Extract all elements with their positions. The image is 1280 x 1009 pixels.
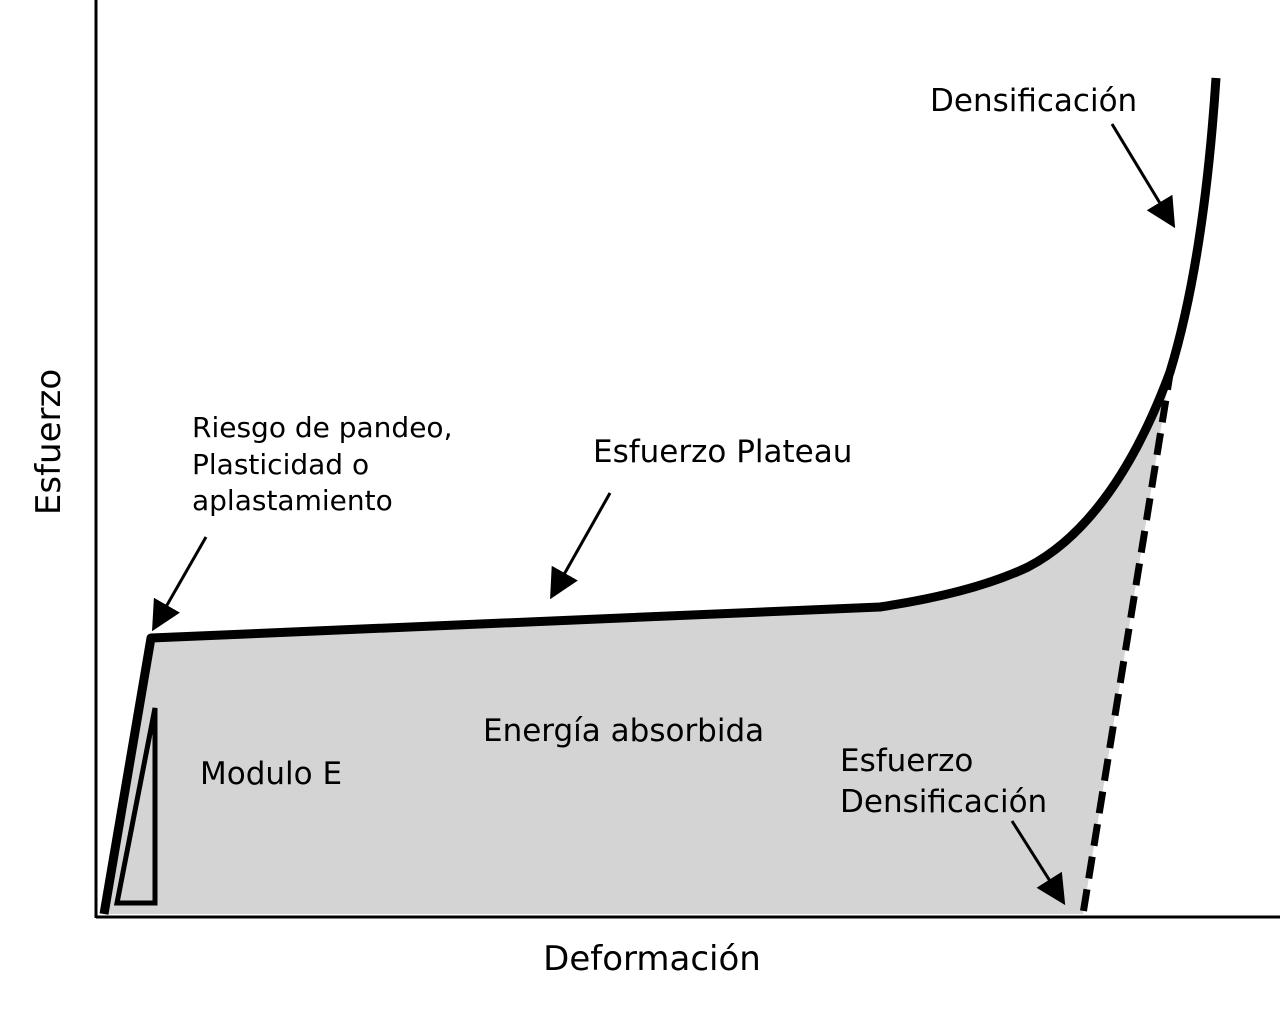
densification-stress-label-line-1: Esfuerzo — [840, 743, 973, 779]
buckling-label-line-2: Plasticidad o — [192, 448, 369, 481]
buckling-label-line-1: Riesgo de pandeo, — [192, 411, 452, 444]
densification-stress-label-line-2: Densificación — [840, 784, 1047, 820]
modulus-triangle — [113, 707, 158, 906]
densification-stress-arrow — [1010, 820, 1066, 906]
densification-arrow — [1110, 123, 1176, 229]
y-axis-label: Esfuerzo — [29, 369, 69, 515]
densification-label: Densificación — [930, 83, 1137, 119]
absorbed-energy-area — [104, 372, 1170, 914]
x-axis-label: Deformación — [543, 939, 761, 979]
plateau-arrow — [550, 492, 612, 600]
buckling-arrow — [152, 536, 208, 632]
absorbed-energy-label: Energía absorbida — [483, 713, 764, 749]
densification-stress-dashed-line — [1079, 367, 1175, 915]
stress-strain-curve — [99, 77, 1221, 915]
plateau-stress-label: Esfuerzo Plateau — [593, 434, 852, 470]
buckling-label-line-3: aplastamiento — [192, 484, 393, 517]
modulus-label: Modulo E — [200, 756, 342, 792]
